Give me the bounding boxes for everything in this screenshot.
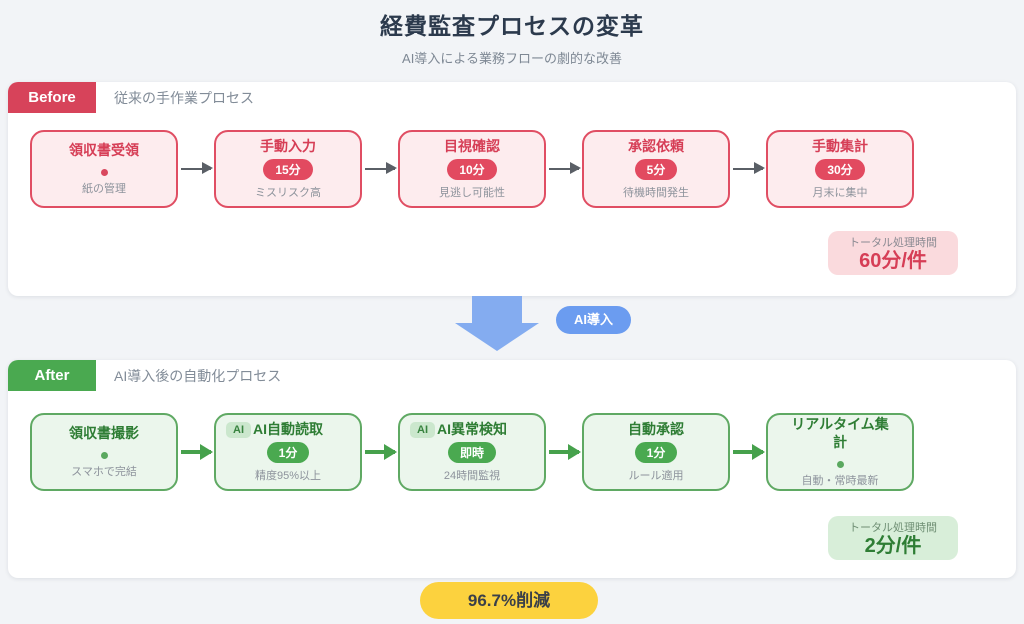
after-flow-row: 領収書撮影 スマホで完結 AI AI自動読取 1分 精度95%以上 AI AI異…	[30, 413, 914, 491]
flow-arrow-icon	[181, 163, 213, 174]
step-title: 手動集計	[812, 137, 868, 154]
step-dot	[100, 452, 108, 460]
step-time-badge: 30分	[815, 159, 865, 181]
ai-tag: AI	[226, 422, 251, 438]
ai-tag: AI	[410, 422, 435, 438]
step-dot	[836, 461, 844, 468]
step-title: 目視確認	[444, 137, 500, 154]
step-note: 24時間監視	[443, 470, 501, 483]
step-time-badge: 10分	[447, 159, 497, 181]
after-panel-head: After AI導入後の自動化プロセス	[8, 360, 281, 391]
flow-arrow-icon	[733, 163, 765, 174]
step-title: 手動入力	[260, 137, 316, 154]
step-note: 精度95%以上	[254, 470, 322, 483]
page-header: 経費監査プロセスの変革 AI導入による業務フローの劇的な改善	[0, 7, 1024, 67]
flow-arrow-icon	[365, 444, 397, 459]
flow-arrow-icon	[549, 163, 581, 174]
before-label: Before	[8, 82, 96, 113]
flow-arrow-icon	[365, 163, 397, 174]
before-panel-head: Before 従来の手作業プロセス	[8, 82, 254, 113]
step-time-badge: 5分	[634, 159, 678, 181]
step-note: 月末に集中	[812, 187, 868, 200]
step-auto-approval: 自動承認 1分 ルール適用	[582, 413, 730, 491]
step-title: リアルタイム集計	[791, 416, 889, 450]
total-label: トータル処理時間	[849, 237, 937, 249]
step-note: 見逃し可能性	[439, 187, 505, 200]
reduction-badge: 96.7%削減	[420, 582, 598, 619]
step-receipt-receive: 領収書受領 紙の管理	[30, 130, 178, 208]
step-title: 領収書受領	[69, 141, 139, 158]
step-manual-input: 手動入力 15分 ミスリスク高	[214, 130, 362, 208]
step-visual-check: 目視確認 10分 見逃し可能性	[398, 130, 546, 208]
step-dot	[100, 169, 108, 177]
down-arrow-icon	[472, 296, 522, 323]
step-title: 領収書撮影	[69, 424, 139, 441]
step-time-badge: 即時	[447, 442, 496, 464]
step-note: スマホで完結	[71, 466, 137, 479]
step-ai-anomaly-detection: AI AI異常検知 即時 24時間監視	[398, 413, 546, 491]
before-flow-row: 領収書受領 紙の管理 手動入力 15分 ミスリスク高 目視確認 10分 見逃し可…	[30, 130, 914, 208]
total-label: トータル処理時間	[849, 522, 937, 534]
step-time-badge: 1分	[266, 442, 310, 464]
step-receipt-photo: 領収書撮影 スマホで完結	[30, 413, 178, 491]
down-arrow-icon	[455, 323, 539, 351]
step-note: 紙の管理	[82, 183, 126, 196]
page-subtitle: AI導入による業務フローの劇的な改善	[402, 51, 622, 66]
step-realtime-tally: リアルタイム集計 自動・常時最新	[766, 413, 914, 491]
after-label: After	[8, 360, 96, 391]
ai-introduction-badge: AI導入	[556, 306, 632, 334]
step-title: AI自動読取	[253, 420, 323, 437]
before-panel: Before 従来の手作業プロセス 領収書受領 紙の管理 手動入力 15分 ミス…	[8, 82, 1016, 296]
after-description: AI導入後の自動化プロセス	[114, 367, 282, 384]
step-time-badge: 15分	[263, 159, 313, 181]
step-manual-tally: 手動集計 30分 月末に集中	[766, 130, 914, 208]
page-title: 経費監査プロセスの変革	[380, 13, 644, 39]
total-value: 2分/件	[864, 535, 922, 557]
step-title: 承認依頼	[628, 137, 684, 154]
step-ai-auto-read: AI AI自動読取 1分 精度95%以上	[214, 413, 362, 491]
after-total-badge: トータル処理時間 2分/件	[828, 516, 958, 560]
flow-arrow-icon	[549, 444, 581, 459]
before-total-badge: トータル処理時間 60分/件	[828, 231, 958, 275]
total-value: 60分/件	[859, 250, 927, 272]
step-note: ルール適用	[628, 470, 684, 483]
after-panel: After AI導入後の自動化プロセス 領収書撮影 スマホで完結 AI AI自動…	[8, 360, 1016, 578]
step-note: 自動・常時最新	[801, 475, 879, 487]
flow-arrow-icon	[733, 444, 765, 459]
step-note: 待機時間発生	[623, 187, 689, 200]
step-time-badge: 1分	[634, 442, 678, 464]
step-title: 自動承認	[628, 420, 684, 437]
before-description: 従来の手作業プロセス	[114, 89, 254, 106]
step-title: AI異常検知	[437, 420, 507, 437]
step-approval-request: 承認依頼 5分 待機時間発生	[582, 130, 730, 208]
flow-arrow-icon	[181, 444, 213, 459]
step-note: ミスリスク高	[255, 187, 321, 200]
